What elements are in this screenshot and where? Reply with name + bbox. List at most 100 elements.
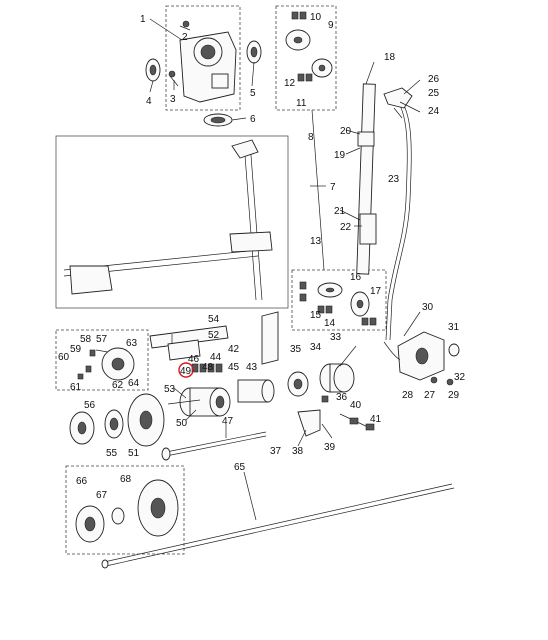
callout-12: 12 [284, 78, 296, 89]
setscrews-13-14 [299, 281, 377, 326]
callout-18: 18 [384, 52, 396, 63]
ring-6 [203, 113, 233, 127]
callout-10: 10 [310, 12, 322, 23]
small-parts-36-41 [297, 395, 375, 437]
callout-2: 2 [182, 32, 188, 43]
callout-15: 15 [310, 310, 322, 321]
callout-8: 8 [308, 132, 314, 143]
callout-53: 53 [164, 384, 176, 395]
gear-33-34 [319, 363, 355, 393]
callout-25: 25 [428, 88, 440, 99]
callout-40: 40 [350, 400, 362, 411]
group-box-gears-top [275, 5, 337, 111]
leader-lines [149, 18, 421, 521]
callout-38: 38 [292, 446, 304, 457]
eccentric-63 [95, 347, 135, 381]
callout-22: 22 [340, 222, 352, 233]
callout-16: 16 [350, 272, 362, 283]
bevel-gear-9 [285, 29, 311, 51]
callout-37: 37 [270, 446, 282, 457]
screw-2 [179, 20, 191, 31]
callout-39: 39 [324, 442, 336, 453]
callout-50: 50 [176, 418, 188, 429]
callout-4: 4 [146, 96, 152, 107]
callout-48: 48 [202, 362, 214, 373]
disc-51 [127, 393, 165, 447]
disc-68 [137, 479, 179, 537]
callout-41: 41 [370, 414, 382, 425]
callout-3: 3 [170, 94, 176, 105]
setscrews-15 [317, 305, 333, 314]
washer-67 [111, 507, 125, 525]
washer-4 [145, 58, 161, 82]
callout-62: 62 [112, 380, 124, 391]
callout-7: 7 [330, 182, 336, 193]
callout-29: 29 [448, 390, 460, 401]
callout-24: 24 [428, 106, 440, 117]
callout-58: 58 [80, 334, 92, 345]
shaft-18 [356, 83, 377, 275]
callout-52: 52 [208, 330, 220, 341]
group-box-gears-middle [291, 269, 387, 331]
callout-44: 44 [210, 352, 222, 363]
screw-3 [168, 70, 179, 87]
callout-32: 32 [454, 372, 466, 383]
small-parts-58-61 [77, 349, 96, 380]
head-casting [179, 31, 237, 103]
screws-27-29 [430, 376, 454, 386]
plate-52 [167, 339, 201, 361]
setscrews-10 [291, 11, 307, 20]
callout-9: 9 [328, 20, 334, 31]
callout-19: 19 [334, 150, 346, 161]
callout-labels: 1 2 3 4 5 6 7 8 9 10 11 12 13 14 15 16 1… [58, 12, 466, 501]
callout-33: 33 [330, 332, 342, 343]
setscrews-12 [297, 73, 313, 82]
inset-frame [55, 135, 289, 309]
callout-42: 42 [228, 344, 240, 355]
callout-27: 27 [424, 390, 436, 401]
setscrews-46-48 [191, 363, 223, 373]
callout-36: 36 [336, 392, 348, 403]
callout-13: 13 [310, 236, 322, 247]
callout-34: 34 [310, 342, 322, 353]
callout-28: 28 [402, 390, 414, 401]
callout-51: 51 [128, 448, 140, 459]
callout-30: 30 [422, 302, 434, 313]
callout-57: 57 [96, 334, 108, 345]
long-shaft-65 [101, 483, 455, 569]
group-box-left-gear [55, 329, 149, 391]
callout-43: 43 [246, 362, 258, 373]
callout-56: 56 [84, 400, 96, 411]
callout-45: 45 [228, 362, 240, 373]
callout-31: 31 [448, 322, 460, 333]
callout-64: 64 [128, 378, 140, 389]
callout-21: 21 [334, 206, 346, 217]
pin-32 [448, 343, 460, 357]
callout-61: 61 [70, 382, 82, 393]
callout-59: 59 [70, 344, 82, 355]
callout-65: 65 [234, 462, 246, 473]
group-box-bottom [65, 465, 185, 555]
callout-54: 54 [208, 314, 220, 325]
callout-68: 68 [120, 474, 132, 485]
callout-11: 11 [296, 98, 307, 109]
inset-mechanism [63, 139, 273, 301]
disc-55 [104, 409, 124, 439]
hub-66 [75, 505, 105, 543]
shaft-8 [311, 109, 325, 271]
callout-1: 1 [140, 14, 146, 25]
callout-6: 6 [250, 114, 256, 125]
callout-67: 67 [96, 490, 108, 501]
callout-26: 26 [428, 74, 440, 85]
callout-60: 60 [58, 352, 70, 363]
plate-54 [149, 325, 229, 349]
gear-17 [350, 291, 370, 317]
washer-5 [246, 40, 262, 64]
callout-20: 20 [340, 126, 352, 137]
bevel-gear-16 [317, 282, 343, 298]
collar-35 [287, 371, 309, 397]
callout-17: 17 [370, 286, 382, 297]
callout-49: 49 [180, 366, 192, 377]
needle-bar-arm-23 [385, 93, 412, 341]
